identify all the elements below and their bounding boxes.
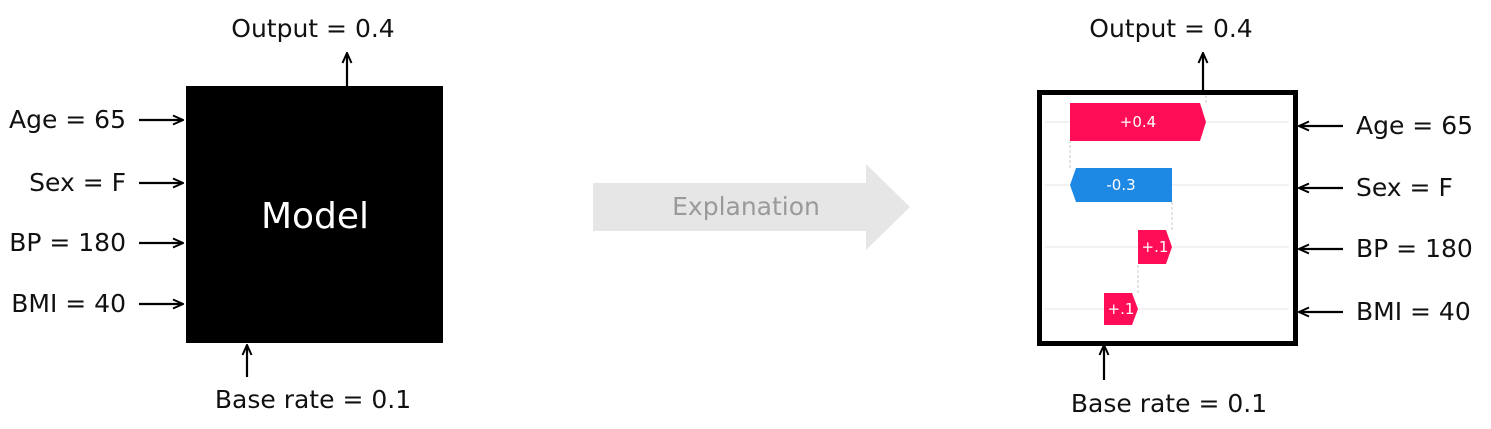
contribution-bar-sex <box>1070 168 1172 202</box>
contribution-bar-bmi <box>1104 293 1138 325</box>
right-base-label: Base rate = 0.1 <box>1071 389 1267 418</box>
contribution-bar-bp <box>1138 230 1172 264</box>
contribution-label-bp: +.1 <box>1142 238 1169 256</box>
explanation-arrow: Explanation <box>593 164 910 250</box>
left-input-label-age: Age = 65 <box>9 105 126 134</box>
contribution-label-age: +0.4 <box>1120 113 1156 131</box>
right-input-label-bmi: BMI = 40 <box>1356 297 1471 326</box>
contribution-bars: +0.4 -0.3 +.1 +.1 <box>1069 96 1207 325</box>
right-input-label-age: Age = 65 <box>1356 111 1473 140</box>
contribution-label-sex: -0.3 <box>1106 176 1135 194</box>
explanation-arrow-shape <box>593 164 910 250</box>
explanation-label: Explanation <box>672 192 820 221</box>
left-input-label-bp: BP = 180 <box>9 228 126 257</box>
left-input-label-sex: Sex = F <box>29 168 126 197</box>
model-box <box>186 86 443 343</box>
right-panel: Output = 0.4 +0.4 -0.3 +.1 +.1 Age = 65 Sex… <box>1037 14 1473 418</box>
right-output-label: Output = 0.4 <box>1089 14 1252 43</box>
left-output-label: Output = 0.4 <box>231 14 394 43</box>
left-panel: Output = 0.4 Model Age = 65 Sex = F BP =… <box>9 14 443 414</box>
left-base-label: Base rate = 0.1 <box>215 385 411 414</box>
model-label: Model <box>261 196 369 237</box>
right-input-label-bp: BP = 180 <box>1356 234 1473 263</box>
contribution-bar-age <box>1070 103 1206 141</box>
left-input-label-bmi: BMI = 40 <box>11 289 126 318</box>
right-input-label-sex: Sex = F <box>1356 173 1453 202</box>
contribution-label-bmi: +.1 <box>1108 300 1135 318</box>
